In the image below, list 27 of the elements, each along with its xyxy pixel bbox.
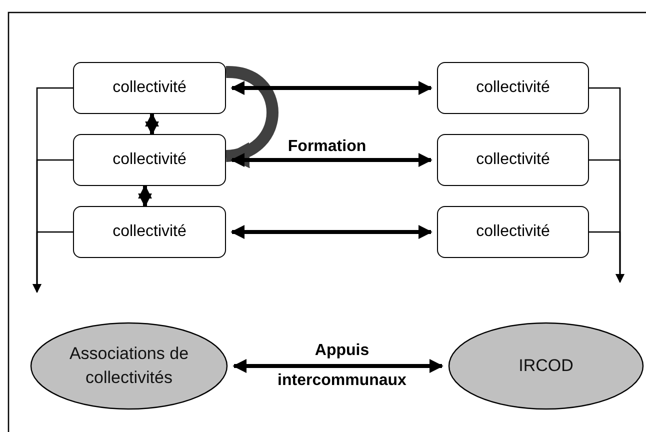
edge-label: Appuis intercommunaux xyxy=(276,341,408,391)
double-arrow xyxy=(138,184,152,208)
bracket-arrow xyxy=(32,231,73,293)
node-label: collectivité xyxy=(112,151,186,169)
entity-box xyxy=(437,62,589,114)
curved-arrow xyxy=(223,66,278,166)
double-arrow xyxy=(232,359,444,373)
bracket-arrow xyxy=(589,231,624,283)
entity-box xyxy=(437,206,589,258)
node-label: collectivité xyxy=(476,79,550,97)
double-arrow xyxy=(230,81,432,95)
node-label: IRCOD xyxy=(518,355,574,377)
entity-box xyxy=(73,206,226,258)
organization-ellipse xyxy=(448,322,644,410)
entity-box xyxy=(73,134,226,186)
node-label: collectivité xyxy=(112,223,186,241)
node-label: Associations de collectivités xyxy=(68,343,190,389)
edge-label: Formation xyxy=(286,137,368,157)
double-arrow xyxy=(230,225,432,239)
double-arrow xyxy=(230,153,432,167)
node-label: collectivité xyxy=(112,79,186,97)
double-arrow xyxy=(145,112,159,136)
entity-box xyxy=(437,134,589,186)
entity-box xyxy=(73,62,226,114)
node-label: collectivité xyxy=(476,223,550,241)
node-label: collectivité xyxy=(476,151,550,169)
organization-ellipse xyxy=(30,322,228,410)
